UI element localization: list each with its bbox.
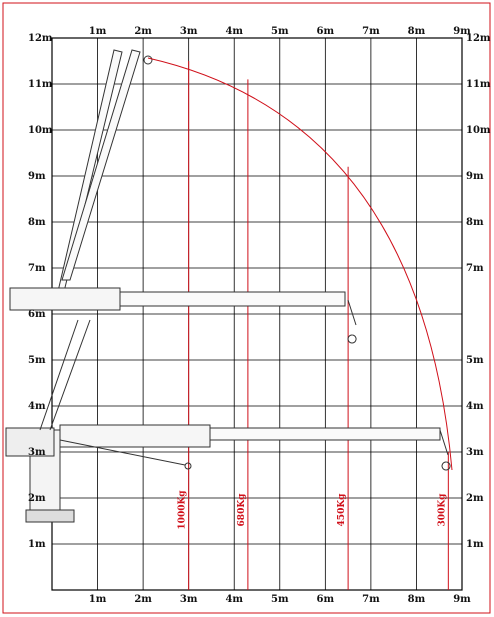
y-tick-label-left: 4m — [28, 401, 46, 412]
x-tick-label-bottom: 7m — [362, 594, 380, 605]
x-tick-label-bottom: 3m — [180, 594, 198, 605]
y-tick-label-right: 4m — [466, 401, 484, 412]
y-tick-label-right: 1m — [466, 539, 484, 550]
y-tick-label-left: 9m — [28, 171, 46, 182]
x-tick-label-top: 7m — [362, 26, 380, 37]
pivot-low — [184, 462, 192, 470]
axis-labels: 1m 1m 2m 2m 3m 3m 4m 4m 5m 5m 6m 6m 7m 7m 8m 8m 9m 9m 1m 2m… — [28, 26, 491, 605]
hook-mid — [347, 299, 357, 344]
load-line-label: 1000Kg — [178, 490, 188, 530]
x-tick-label-bottom: 5m — [271, 594, 289, 605]
x-tick-label-bottom: 4m — [225, 594, 243, 605]
y-tick-label-left: 5m — [28, 355, 46, 366]
crane-illustration — [5, 49, 451, 523]
y-tick-label-left: 2m — [28, 493, 46, 504]
x-tick-label-top: 8m — [408, 26, 426, 37]
boom-low — [59, 424, 211, 448]
cylinder-3 — [59, 439, 186, 466]
x-tick-label-top: 6m — [317, 26, 335, 37]
y-tick-label-right: 10m — [466, 125, 491, 136]
cylinder-2 — [49, 319, 91, 431]
y-tick-label-left: 12m — [28, 33, 53, 44]
boom-low-ext — [209, 427, 441, 441]
load-line-label: 450Kg — [337, 493, 347, 527]
y-tick-label-right: 11m — [466, 79, 491, 90]
x-tick-label-top: 5m — [271, 26, 289, 37]
y-tick-label-right: 7m — [466, 263, 484, 274]
x-tick-label-bottom: 9m — [453, 594, 471, 605]
x-tick-label-bottom: 6m — [317, 594, 335, 605]
load-lines: 1000Kg 680Kg 450Kg 300Kg — [178, 61, 449, 590]
y-tick-label-right: 9m — [466, 171, 484, 182]
y-tick-label-left: 8m — [28, 217, 46, 228]
y-tick-label-right: 5m — [466, 355, 484, 366]
y-tick-label-left: 6m — [28, 309, 46, 320]
crane-mount — [5, 427, 55, 457]
boom-raised — [55, 49, 123, 301]
x-tick-label-bottom: 8m — [408, 594, 426, 605]
y-tick-label-left: 3m — [28, 447, 46, 458]
x-tick-label-top: 9m — [453, 26, 471, 37]
y-tick-label-right: 3m — [466, 447, 484, 458]
x-tick-label-top: 1m — [89, 26, 107, 37]
y-tick-label-left: 1m — [28, 539, 46, 550]
crane-foot — [25, 509, 75, 523]
max-reach-arc — [147, 57, 453, 471]
cylinder-1 — [39, 319, 79, 431]
y-tick-label-right: 12m — [466, 33, 491, 44]
y-tick-label-right: 8m — [466, 217, 484, 228]
load-line-label: 680Kg — [237, 493, 247, 527]
y-tick-label-left: 7m — [28, 263, 46, 274]
boom-raised-inner — [61, 49, 141, 281]
y-tick-label-right: 2m — [466, 493, 484, 504]
hook-low — [439, 429, 451, 471]
y-tick-label-left: 10m — [28, 125, 53, 136]
y-tick-label-left: 11m — [28, 79, 53, 90]
x-tick-label-top: 2m — [134, 26, 152, 37]
x-tick-label-top: 3m — [180, 26, 198, 37]
load-line-label: 300Kg — [437, 493, 447, 527]
hook-top — [143, 55, 153, 65]
x-tick-label-top: 4m — [225, 26, 243, 37]
boom-mid-ext — [119, 291, 346, 307]
x-tick-label-bottom: 1m — [89, 594, 107, 605]
x-tick-label-bottom: 2m — [134, 594, 152, 605]
boom-mid — [9, 287, 121, 311]
